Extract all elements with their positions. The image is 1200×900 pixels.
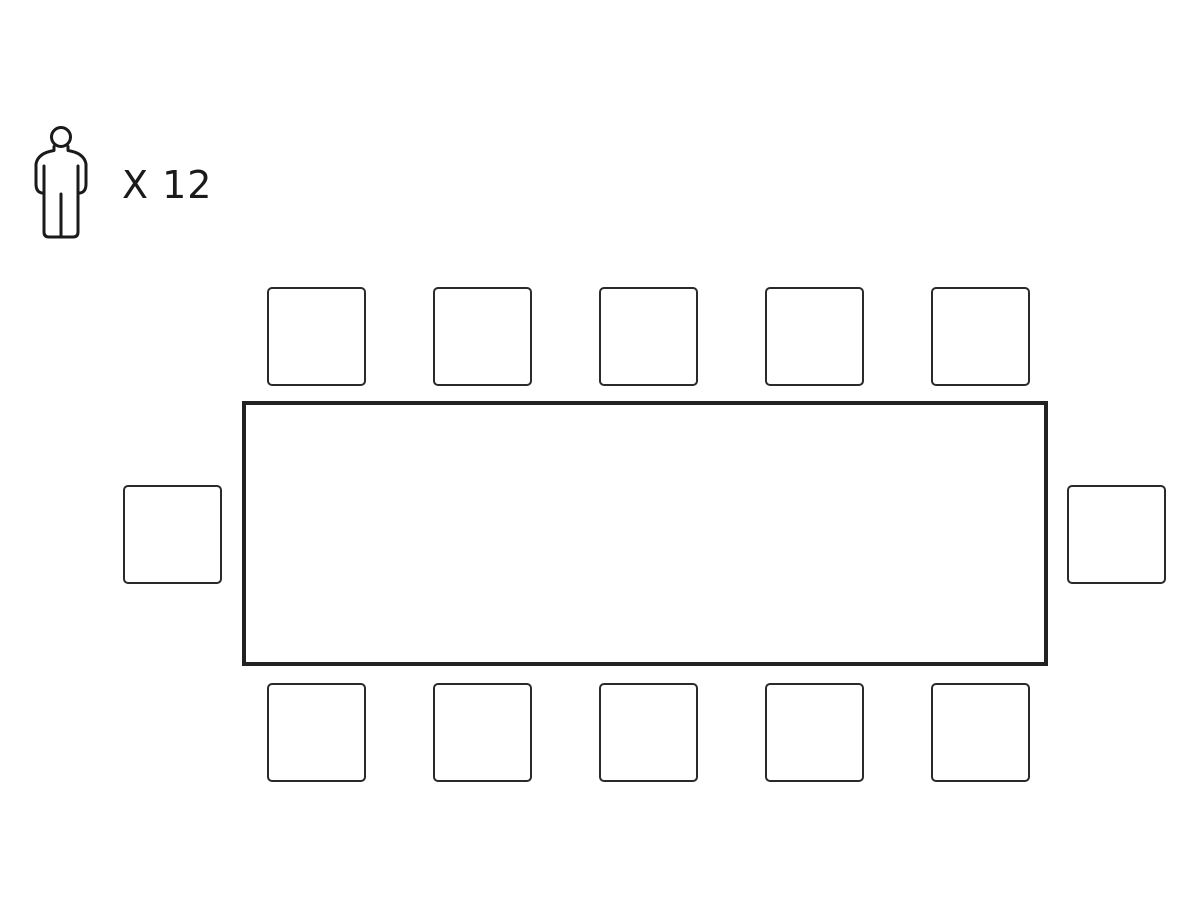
seat-right-end xyxy=(1067,485,1166,584)
seat-top-5 xyxy=(931,287,1030,386)
seat-left-end xyxy=(123,485,222,584)
seat-top-2 xyxy=(433,287,532,386)
seat-bottom-4 xyxy=(765,683,864,782)
seat-top-1 xyxy=(267,287,366,386)
rectangular-table xyxy=(242,401,1048,666)
seat-top-3 xyxy=(599,287,698,386)
capacity-count-label: X 12 xyxy=(122,163,213,207)
seat-bottom-2 xyxy=(433,683,532,782)
person-icon xyxy=(34,126,88,239)
seat-bottom-1 xyxy=(267,683,366,782)
seat-bottom-5 xyxy=(931,683,1030,782)
seat-bottom-3 xyxy=(599,683,698,782)
capacity-indicator: X 12 xyxy=(32,124,212,242)
seat-top-4 xyxy=(765,287,864,386)
